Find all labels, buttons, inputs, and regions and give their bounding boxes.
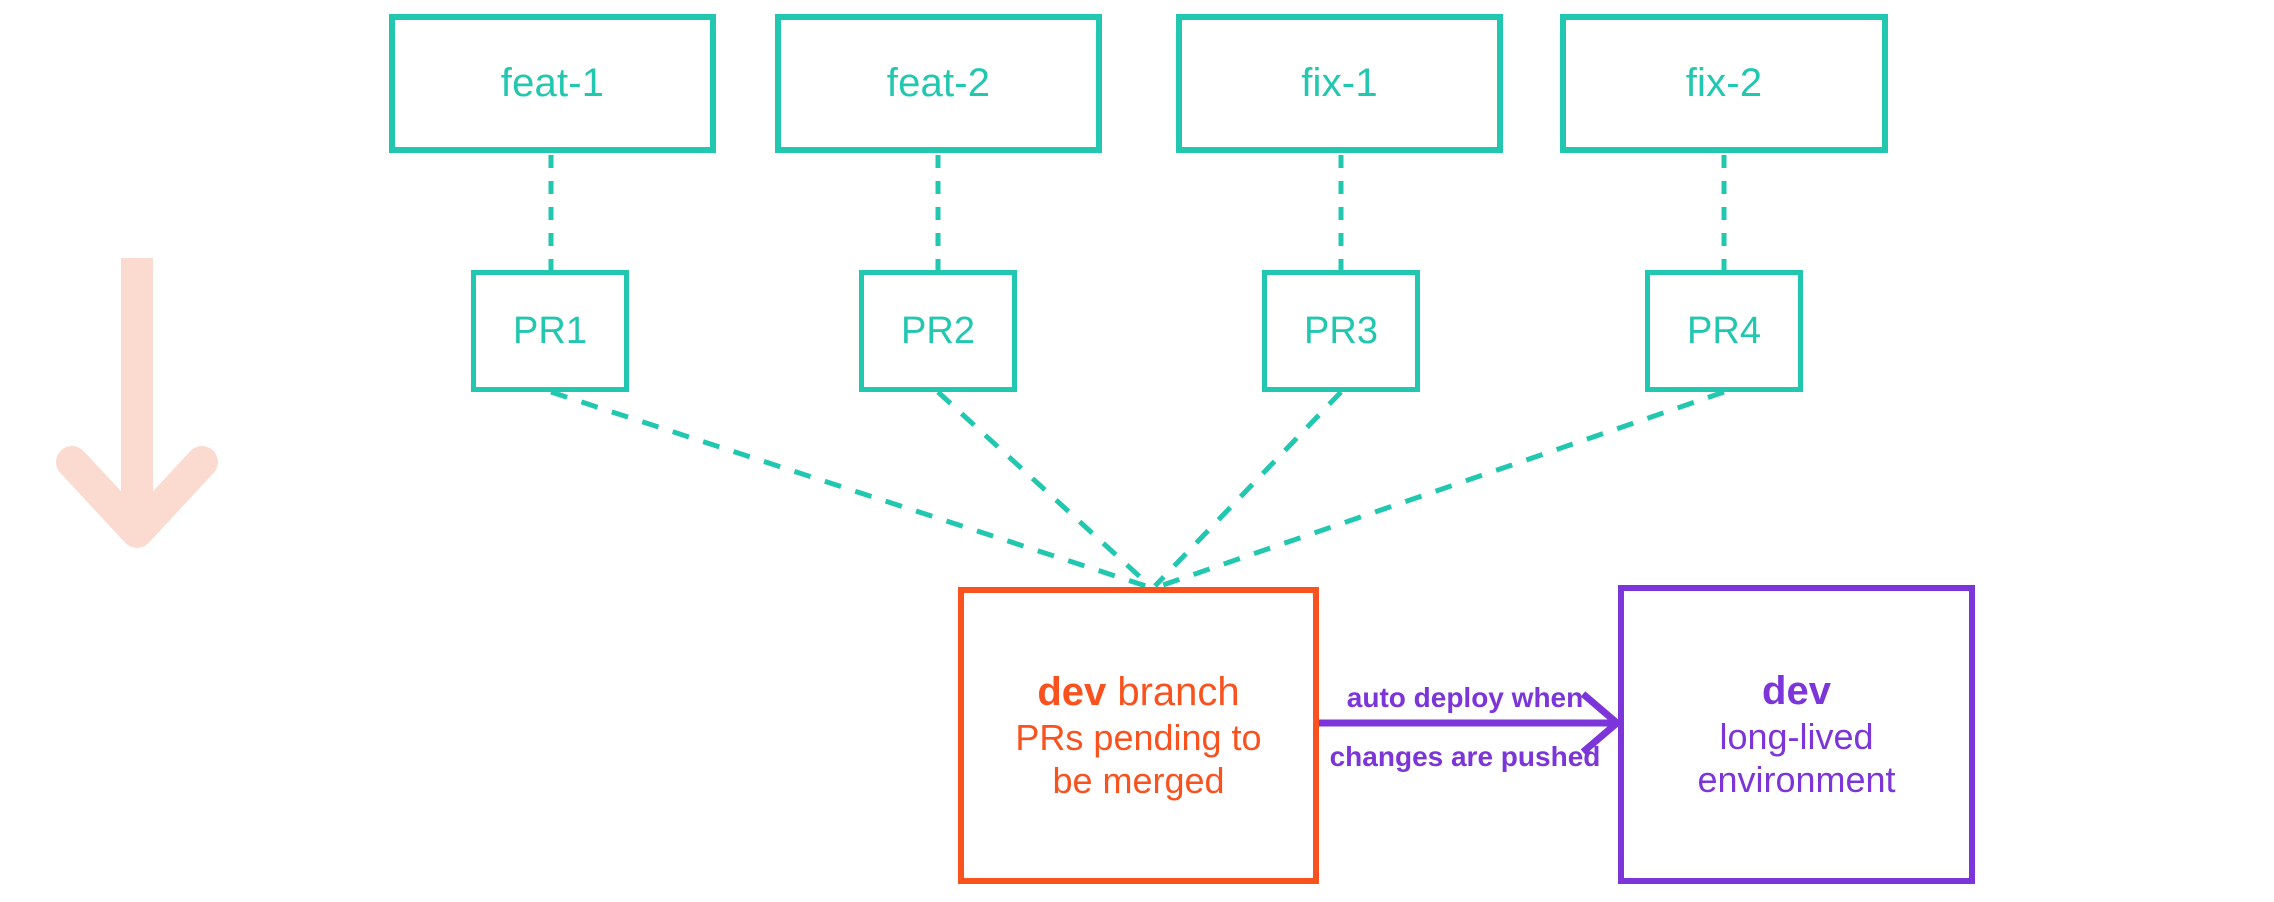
dev-environment-title: dev: [1762, 668, 1831, 713]
dev-branch-line2: PRs pending to: [1015, 716, 1262, 758]
dev-branch-title: dev branch: [1037, 669, 1239, 716]
branch-box-feat-1[interactable]: feat-1: [389, 14, 716, 153]
branch-box-fix-1[interactable]: fix-1: [1176, 14, 1503, 153]
deploy-label-bottom: changes are pushed: [1329, 741, 1601, 772]
edge-pr4-dev: [1159, 389, 1725, 589]
pr-label: PR1: [513, 309, 587, 352]
branch-label: feat-2: [886, 61, 991, 105]
branch-label: feat-1: [500, 61, 605, 105]
branch-box-fix-2[interactable]: fix-2: [1560, 14, 1888, 153]
pr-label: PR2: [901, 309, 975, 352]
edge-pr1-dev: [550, 389, 1147, 589]
dev-branch-box[interactable]: dev branch PRs pending to be merged: [958, 587, 1319, 884]
dev-branch-title-bold: dev: [1037, 669, 1107, 714]
edge-pr2-dev: [936, 390, 1152, 588]
dev-environment-box[interactable]: dev long-lived environment: [1618, 585, 1975, 884]
dev-branch-line3: be merged: [1052, 760, 1225, 802]
edge-pr3-dev: [1153, 390, 1343, 588]
pr-box-pr1[interactable]: PR1: [471, 270, 629, 392]
deploy-label-top: auto deploy when: [1346, 682, 1584, 713]
pr-box-pr3[interactable]: PR3: [1262, 270, 1420, 392]
branch-box-feat-2[interactable]: feat-2: [775, 14, 1102, 153]
pr-box-pr4[interactable]: PR4: [1645, 270, 1803, 392]
dev-environment-line2: long-lived: [1719, 715, 1874, 757]
pr-box-pr2[interactable]: PR2: [859, 270, 1017, 392]
pr-label: PR3: [1304, 309, 1378, 352]
branch-label: fix-2: [1685, 61, 1763, 105]
dev-branch-title-rest: branch: [1106, 669, 1240, 714]
branch-label: fix-1: [1301, 61, 1378, 105]
dev-environment-line3: environment: [1697, 759, 1896, 801]
pr-label: PR4: [1687, 309, 1761, 352]
downward-flow-arrow-icon: [56, 258, 218, 548]
